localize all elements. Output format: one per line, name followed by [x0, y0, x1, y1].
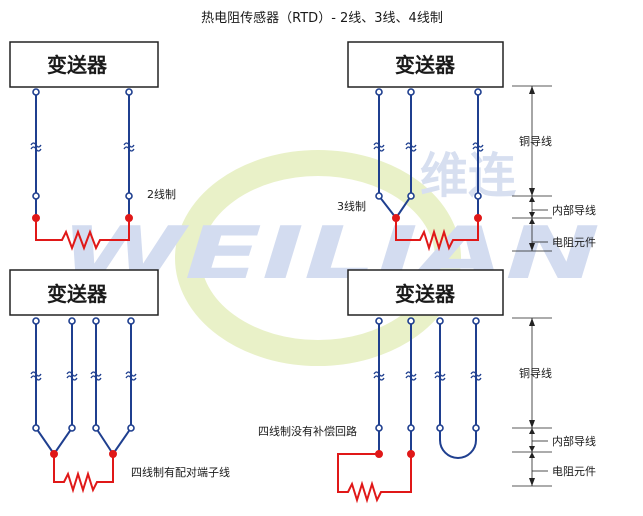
transmitter-box: [9, 269, 159, 316]
label-four-wire-no-comp: 四线制没有补偿回路: [258, 424, 357, 438]
transmitter-box: [347, 41, 504, 88]
two-wire-circuit: 变送器 2线制: [9, 41, 176, 251]
four-wire-paired-circuit: 变送器 四线制有配对端子线: [9, 269, 230, 494]
transmitter-label: 变送器: [395, 282, 456, 306]
three-wire-circuit: 变送器 3线制: [337, 41, 504, 252]
legend-copper: 铜导线: [519, 134, 552, 148]
legend-internal: 内部导线: [552, 203, 596, 217]
transmitter-box: [347, 269, 504, 316]
transmitter-box: [9, 41, 159, 88]
watermark: 维连 WEILIAN: [60, 148, 600, 366]
label-three-wire: 3线制: [337, 199, 366, 213]
legend-element: 电阻元件: [552, 236, 596, 249]
transmitter-label: 变送器: [47, 282, 108, 306]
watermark-cn: 维连: [420, 148, 516, 204]
legend-copper: 铜导线: [519, 366, 552, 380]
transmitter-label: 变送器: [47, 53, 108, 77]
legend-internal: 内部导线: [552, 434, 596, 448]
diagram-title: 热电阻传感器（RTD）- 2线、3线、4线制: [201, 10, 443, 26]
label-four-wire-paired: 四线制有配对端子线: [131, 465, 230, 479]
top-dimension-legend: 铜导线 内部导线 电阻元件: [512, 85, 596, 252]
transmitter-label: 变送器: [395, 53, 456, 77]
bottom-dimension-legend: 铜导线 内部导线 电阻元件: [512, 317, 596, 487]
legend-element: 电阻元件: [552, 465, 596, 478]
four-wire-no-comp-circuit: 变送器 四线制没有补偿回路: [258, 269, 504, 504]
label-two-wire: 2线制: [147, 187, 176, 201]
